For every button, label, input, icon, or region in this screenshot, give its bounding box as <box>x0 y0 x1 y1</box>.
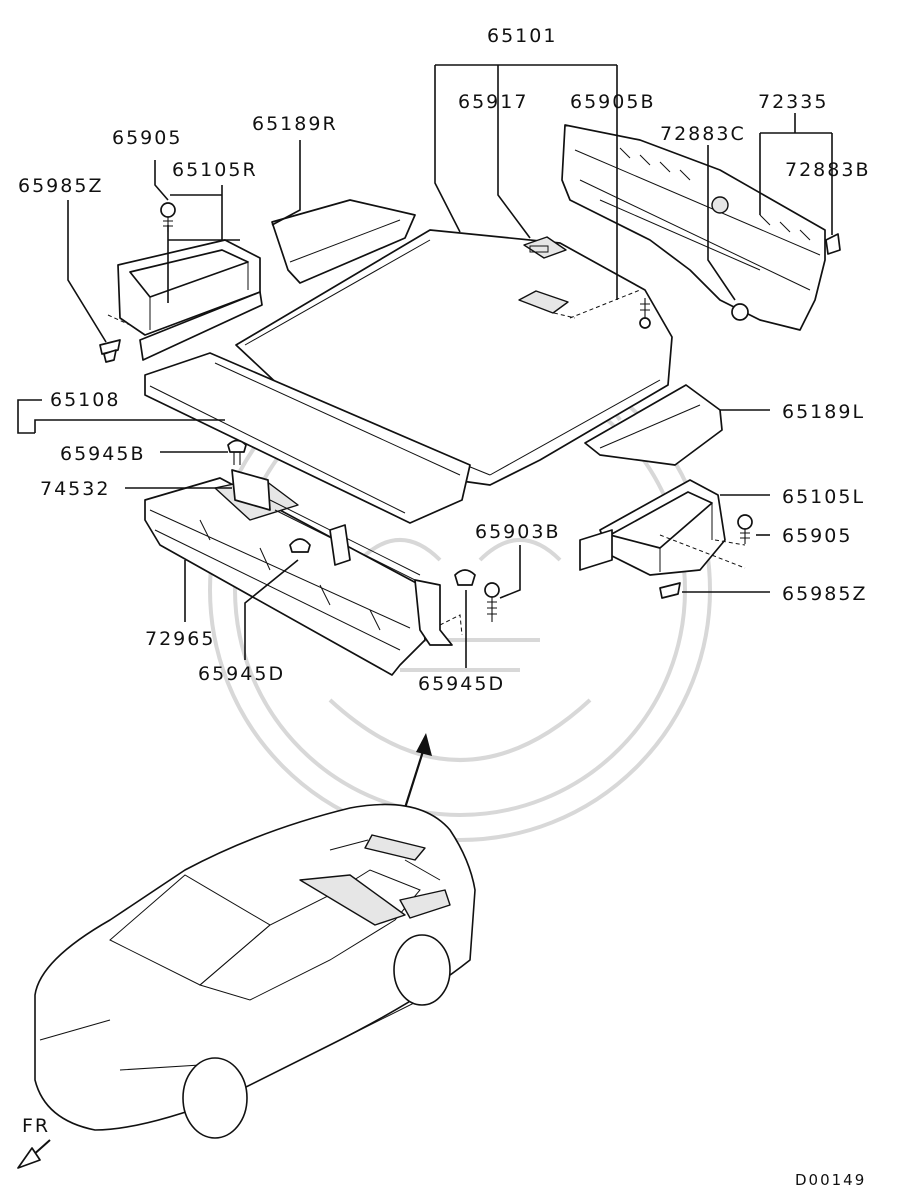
tray-65105R <box>117 239 263 361</box>
label-72965: 72965 <box>145 628 215 650</box>
label-65985Z-right: 65985Z <box>782 583 867 605</box>
label-65905-left: 65905 <box>112 127 182 149</box>
clip-65945B <box>227 439 247 465</box>
rail-72965 <box>144 469 453 676</box>
label-65945D-right: 65945D <box>418 673 505 695</box>
label-65101: 65101 <box>487 25 557 47</box>
side-panel-65189R <box>271 199 416 284</box>
lower-board-65108 <box>144 352 471 524</box>
label-65945B: 65945B <box>60 443 145 465</box>
label-72883B: 72883B <box>785 159 870 181</box>
label-65905B: 65905B <box>570 91 655 113</box>
label-65189L: 65189L <box>782 401 865 423</box>
diagram-code: D00149 <box>795 1171 866 1187</box>
clip-65945D-left <box>289 538 311 553</box>
screw-65903B <box>484 582 500 622</box>
label-65903B: 65903B <box>475 521 560 543</box>
label-65917: 65917 <box>458 91 528 113</box>
label-65905-right: 65905 <box>782 525 852 547</box>
clip-72883B <box>825 233 841 255</box>
leader-lines <box>17 64 833 668</box>
screw-65905B <box>639 298 651 329</box>
label-72335: 72335 <box>758 91 828 113</box>
label-65108: 65108 <box>50 389 120 411</box>
label-65105R: 65105R <box>172 159 258 181</box>
side-panel-65189L <box>584 384 723 466</box>
clip-65985Z-left <box>99 339 121 363</box>
tray-65105L <box>579 479 726 576</box>
fasteners <box>99 202 841 622</box>
part-labels: 65101 65917 65905B 72335 72883C 72883B 6… <box>18 25 870 1187</box>
front-direction-indicator <box>17 1139 51 1169</box>
clip-65985Z-right <box>659 582 681 599</box>
label-65985Z-left: 65985Z <box>18 175 103 197</box>
label-65945D-left: 65945D <box>198 663 285 685</box>
shelf-vent-slots <box>619 147 811 241</box>
clip-65945D-right <box>454 569 476 586</box>
label-74532: 74532 <box>40 478 110 500</box>
label-72883C: 72883C <box>660 123 746 145</box>
label-65105L: 65105L <box>782 486 865 508</box>
rear-shelf-72335 <box>561 124 826 331</box>
screw-65905-right <box>737 514 753 544</box>
car-illustration <box>34 803 476 1139</box>
front-direction-label: FR <box>22 1115 50 1137</box>
label-65189R: 65189R <box>252 113 338 135</box>
